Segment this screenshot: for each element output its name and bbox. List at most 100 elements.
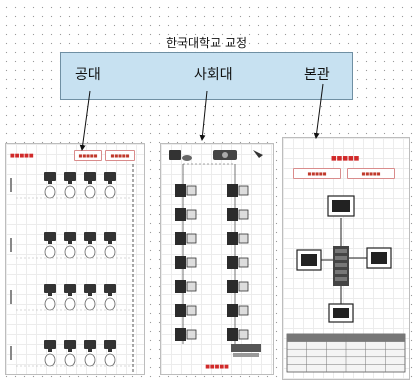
server-unit [335,270,347,274]
computer-tower-icon [175,280,186,293]
wall-marker [10,346,12,360]
monitor-icon [84,284,96,293]
screen-icon [371,252,387,264]
monitor-icon [186,305,197,316]
monitor-icon [64,284,76,293]
monitor-icon [186,233,197,244]
monitor-icon [238,329,249,340]
monitor-icon [104,284,116,293]
panel-caption: ■■■■■ [205,364,229,370]
panel-header-text: ■■■■■ [10,153,34,159]
monitor-stand [68,293,72,296]
monitor-stand [68,181,72,184]
panel-social-science-lab: ■■■■■ [160,143,274,375]
banner-label-social-science: 사회대 [194,67,233,83]
phone-icon [182,155,192,161]
monitor-icon [238,281,249,292]
arrow-to-social-science [199,90,208,141]
monitor-icon [104,172,116,181]
computer-tower-icon [175,184,186,197]
banner-label-engineering: 공대 [75,67,101,83]
computer-tower-icon [227,208,238,221]
panel-chip: ■■■■■ [74,150,102,161]
wall-marker [10,178,12,192]
monitor-stand [68,349,72,352]
server-unit [335,263,347,267]
workstation-layout-drawing [10,164,134,372]
monitor-icon [186,329,197,340]
monitor-icon [186,209,197,220]
wall-marker [10,290,12,304]
monitor-stand [88,241,92,244]
panel-engineering-lab: ■■■■■ ■■■■■ ■■■■■ [5,143,145,375]
monitor-icon [238,185,249,196]
monitor-icon [186,257,197,268]
computer-tower-icon [227,256,238,269]
keyboard-icon [233,353,259,357]
monitor-stand [68,241,72,244]
library-network-drawing [286,195,406,373]
monitor-stand [48,349,52,352]
banner-label-main-building: 본관 [304,67,330,83]
monitor-stand [48,293,52,296]
server-unit [335,277,347,281]
monitor-icon [238,209,249,220]
monitor-icon [84,232,96,241]
projector-lens [222,152,228,158]
switch-icon [231,344,261,352]
monitor-icon [104,232,116,241]
computer-tower-icon [175,208,186,221]
panel-chip: ■■■■■ [293,168,341,179]
arrow-to-main-building [313,83,324,139]
server-unit [335,256,347,260]
monitor-icon [84,340,96,349]
panel-chip: ■■■■■ [347,168,395,179]
panel-chip: ■■■■■ [105,150,135,161]
monitor-icon [238,305,249,316]
screen-icon [332,200,350,212]
monitor-icon [238,233,249,244]
monitor-icon [64,172,76,181]
computer-tower-icon [175,304,186,317]
monitor-icon [64,340,76,349]
monitor-icon [64,232,76,241]
monitor-stand [108,293,112,296]
computer-tower-icon [227,184,238,197]
server-unit [335,249,347,253]
monitor-stand [88,349,92,352]
monitor-icon [169,150,181,160]
monitor-stand [108,181,112,184]
monitor-stand [88,181,92,184]
computer-tower-icon [175,328,186,341]
monitor-icon [104,340,116,349]
panel-grid [6,144,144,374]
monitor-icon [186,281,197,292]
screen-icon [301,254,317,266]
monitor-stand [48,181,52,184]
monitor-stand [108,241,112,244]
monitor-icon [44,284,56,293]
computer-tower-icon [175,232,186,245]
computer-tower-icon [227,328,238,341]
computer-tower-icon [227,280,238,293]
panel-header-text: ■■■■■ [331,155,360,162]
monitor-stand [48,241,52,244]
arrow-to-engineering [79,90,91,151]
screen-icon [333,308,349,318]
panel-main-building: ■■■■■ ■■■■■ ■■■■■ [282,137,410,380]
computer-tower-icon [227,304,238,317]
wall-marker [10,238,12,252]
camera-icon [253,150,263,158]
diagram-title: 한국대학교 교정 [165,36,248,50]
monitor-icon [84,172,96,181]
computer-tower-icon [227,232,238,245]
monitor-icon [238,257,249,268]
monitor-icon [186,185,197,196]
monitor-stand [88,293,92,296]
monitor-icon [44,232,56,241]
monitor-icon [44,340,56,349]
server-layout-drawing: ■■■■■ [169,150,263,370]
monitor-stand [108,349,112,352]
monitor-icon [44,172,56,181]
